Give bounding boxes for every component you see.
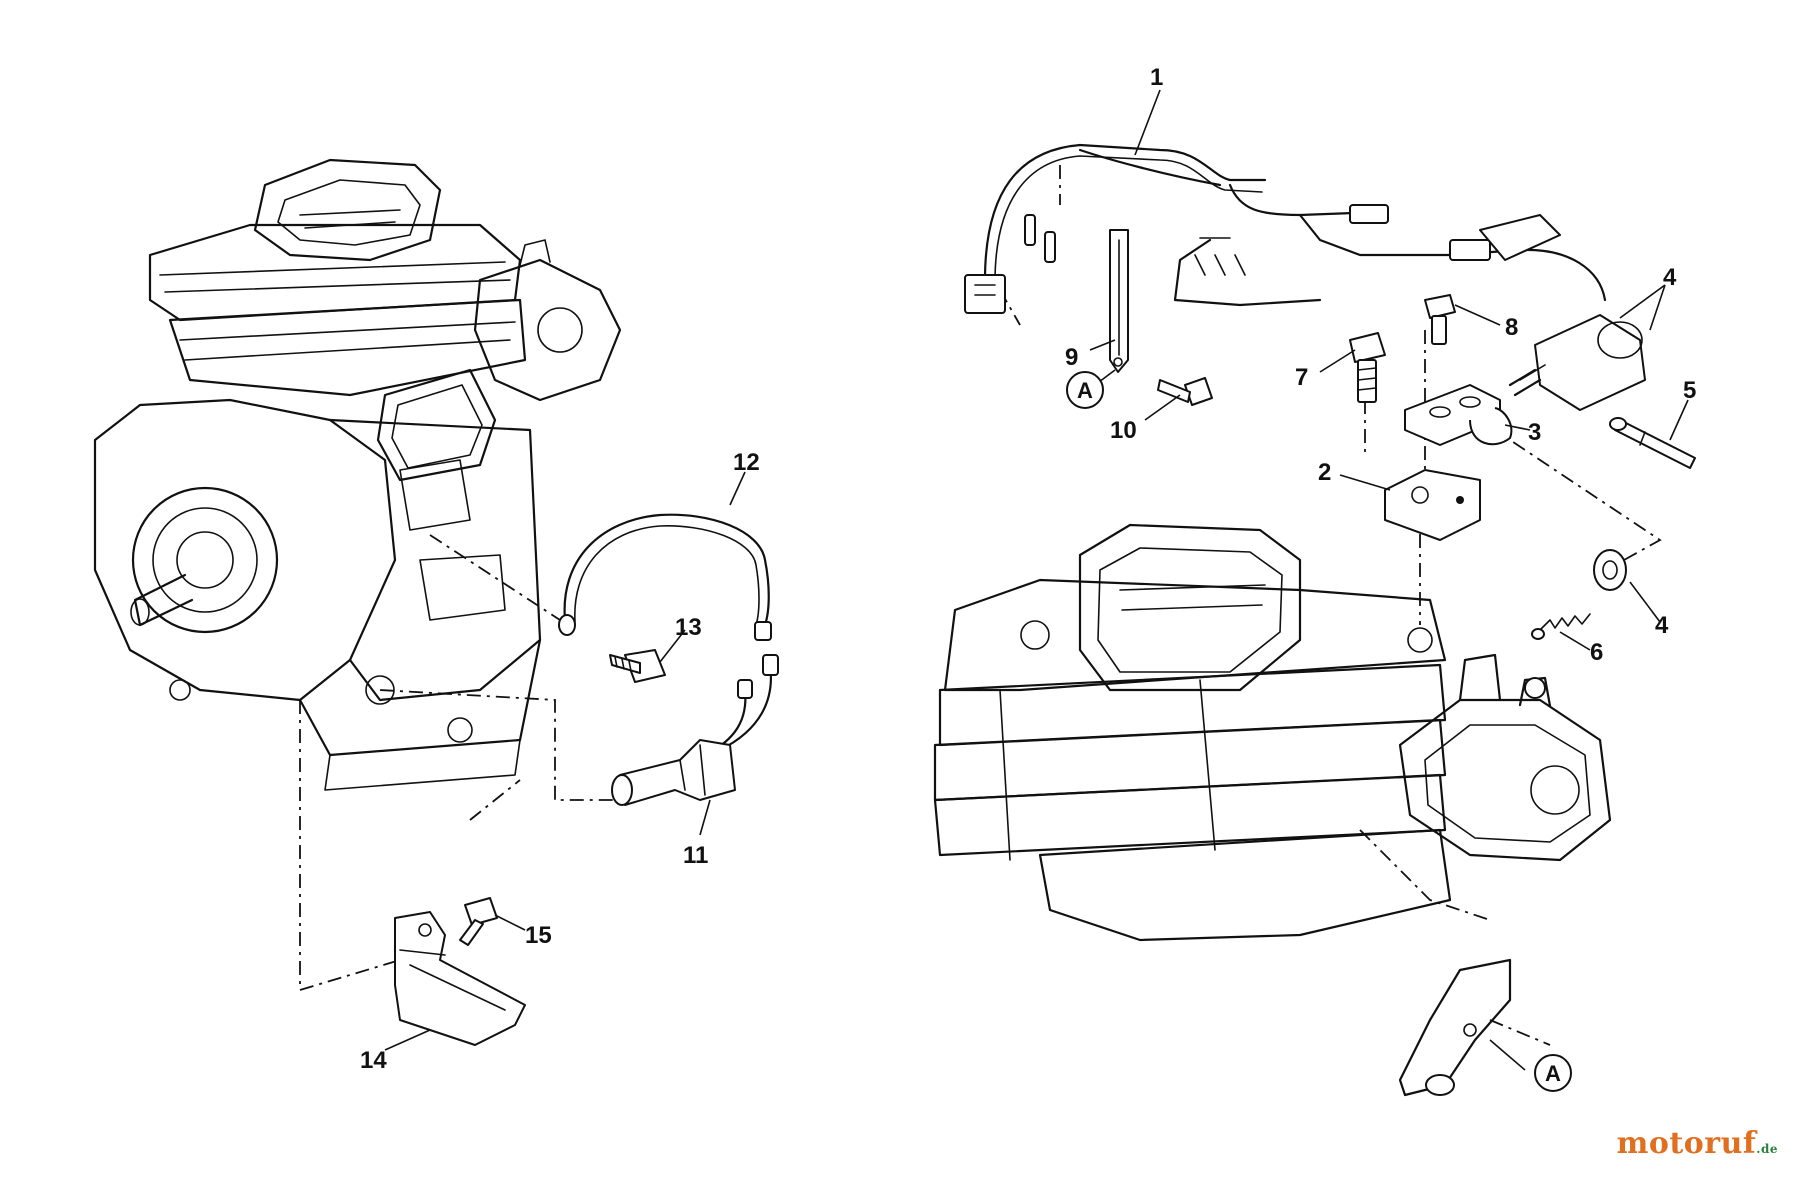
part-11-switch-assembly <box>611 654 779 806</box>
part-9-strap <box>1109 229 1129 373</box>
assembly-guide-lines-left <box>299 534 620 992</box>
part-5-pin <box>1609 417 1696 469</box>
callout-2: 2 <box>1318 459 1331 486</box>
callout-13: 13 <box>675 614 702 641</box>
callout-15: 15 <box>525 922 552 949</box>
callout-6: 6 <box>1590 639 1603 666</box>
callout-labels: 1 2 3 4 4 5 6 7 8 9 10 11 12 13 14 15 <box>360 64 1696 1074</box>
site-watermark: motoruf.de <box>1617 1126 1778 1161</box>
part-13-bolt <box>609 649 666 683</box>
part-12-ignition-lead <box>558 513 772 641</box>
callout-4-lower: 4 <box>1655 612 1669 639</box>
callout-12: 12 <box>733 449 760 476</box>
callout-8: 8 <box>1505 314 1518 341</box>
part-2-plate <box>1384 469 1481 541</box>
callout-7: 7 <box>1295 364 1308 391</box>
svg-text:A: A <box>1077 378 1093 403</box>
svg-text:A: A <box>1545 1061 1561 1086</box>
engine-right-drawing <box>933 523 1612 1097</box>
watermark-suffix: .de <box>1756 1142 1778 1156</box>
callout-9: 9 <box>1065 344 1078 371</box>
part-6-spring <box>1531 613 1591 640</box>
reference-mark-a-upper: A <box>1066 371 1104 409</box>
part-15-screw <box>459 897 498 946</box>
callout-10: 10 <box>1110 417 1137 444</box>
callout-11: 11 <box>683 842 708 869</box>
part-10-bolt <box>1157 377 1213 406</box>
callout-14: 14 <box>360 1047 387 1074</box>
reference-mark-a-lower: A <box>1534 1054 1572 1092</box>
callout-leaders <box>384 89 1689 1071</box>
engine-left-drawing <box>93 158 622 791</box>
part-7-bolt <box>1349 332 1386 403</box>
callout-3: 3 <box>1528 419 1541 446</box>
watermark-text: motoruf <box>1616 1126 1757 1161</box>
callout-4-upper: 4 <box>1663 264 1677 291</box>
part-4-solenoid <box>1508 314 1646 411</box>
part-14-bracket <box>394 911 526 1046</box>
part-4-washer <box>1593 549 1627 591</box>
part-3-bracket <box>1404 384 1513 446</box>
part-8-bolt <box>1424 294 1456 345</box>
part-1-wiring-harness <box>964 143 1607 314</box>
callout-1: 1 <box>1150 64 1163 91</box>
callout-5: 5 <box>1683 377 1696 404</box>
